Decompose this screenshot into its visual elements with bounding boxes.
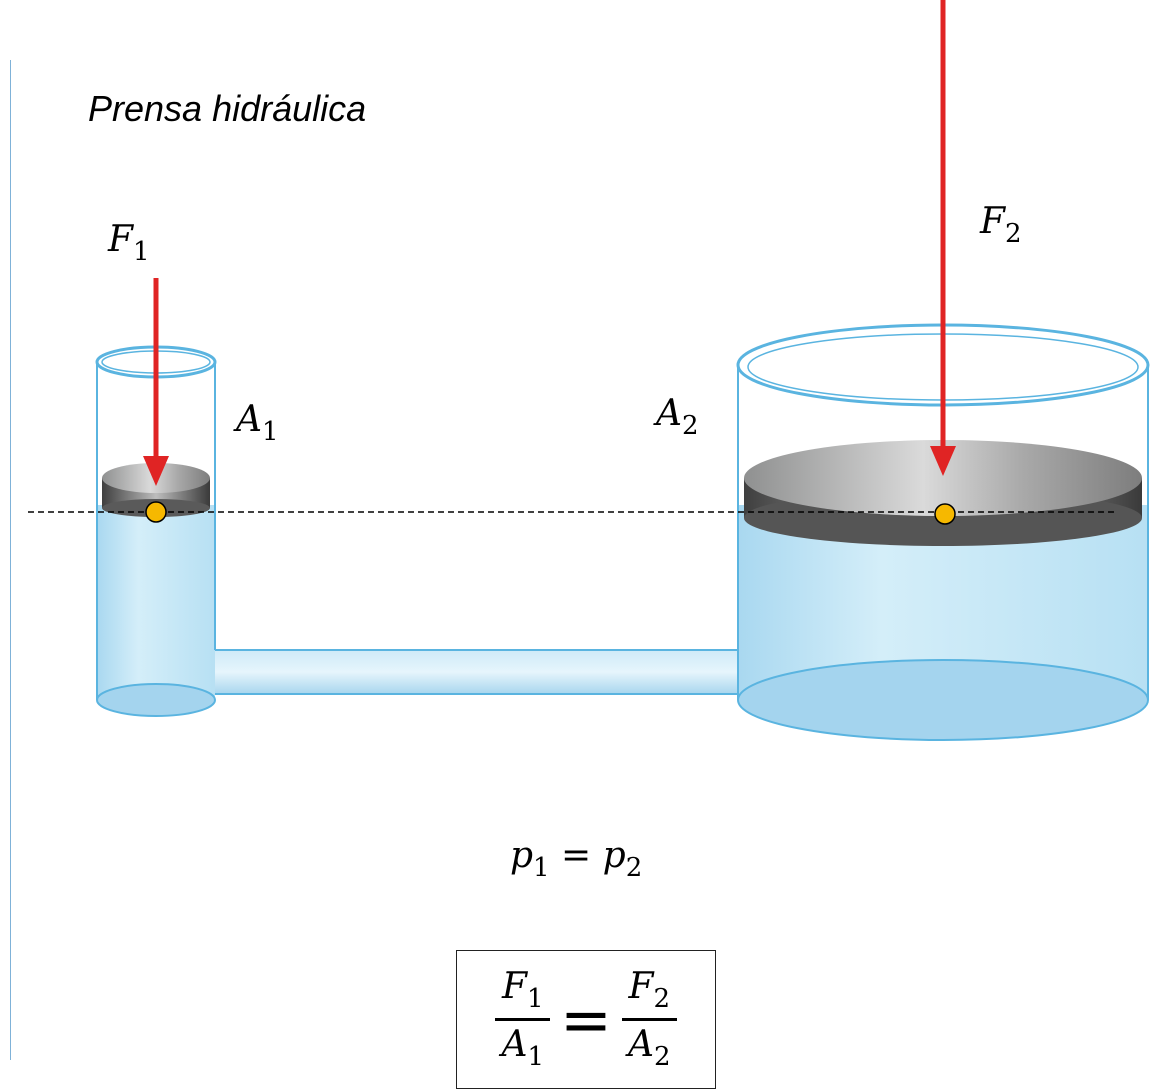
point-2: [934, 503, 956, 525]
small-cylinder: [95, 345, 217, 717]
large-cylinder-bottom: [737, 659, 1149, 741]
small-cylinder-bottom: [96, 683, 216, 717]
pressure-equality: p1 = p2: [510, 835, 643, 883]
pascal-formula-box: F1 A1 = F2 A2: [456, 950, 716, 1089]
left-margin-rule: [10, 60, 11, 1060]
equals-sign: =: [560, 982, 612, 1056]
label-a2: A2: [656, 393, 699, 441]
fraction-right: F2 A2: [621, 966, 677, 1073]
connecting-pipe: [199, 649, 761, 695]
label-f2: F2: [980, 201, 1022, 249]
label-f1: F1: [108, 219, 150, 267]
point-1: [145, 501, 167, 523]
label-a1: A1: [236, 399, 279, 447]
force-arrow-f2: [930, 0, 956, 476]
fraction-left: F1 A1: [495, 966, 551, 1073]
diagram-title: Prensa hidráulica: [88, 88, 367, 129]
small-cylinder-fluid: [97, 505, 215, 700]
force-arrow-f1: [143, 278, 169, 486]
